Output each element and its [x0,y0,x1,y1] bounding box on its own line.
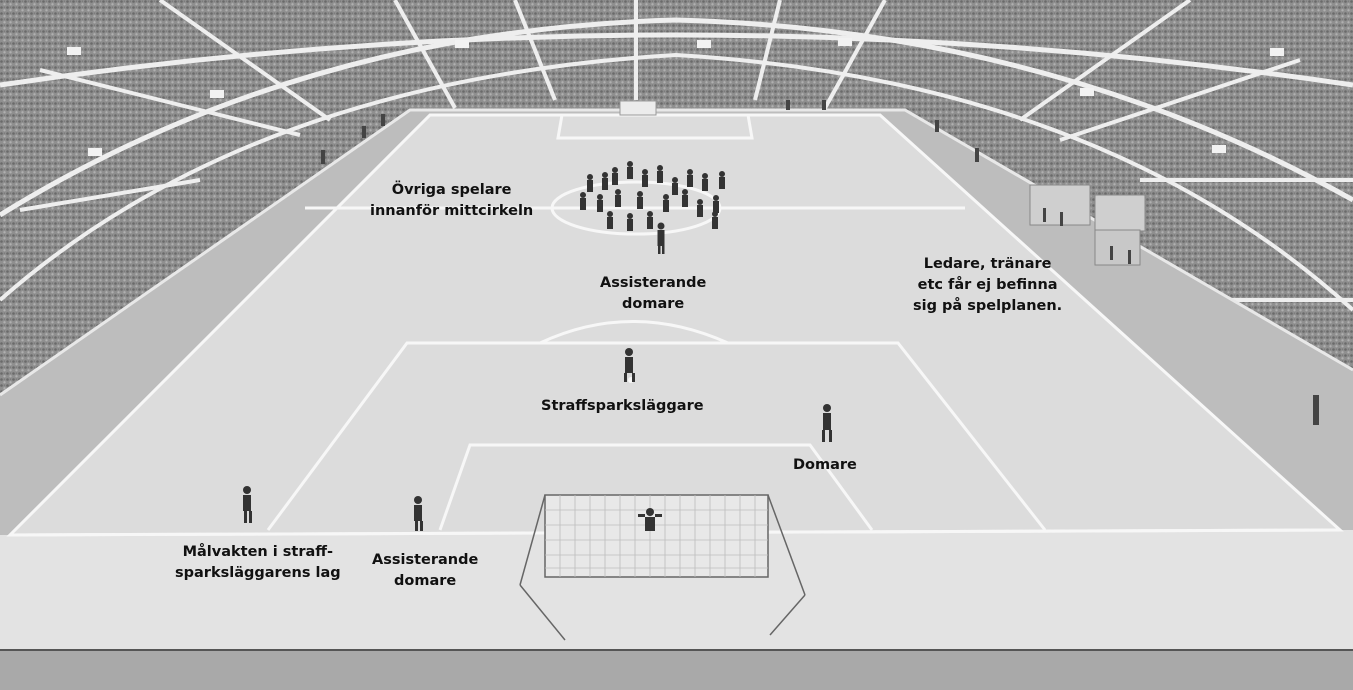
label-assistant-referee-top: Assisterande domare [600,273,706,315]
label-assistant-referee-bottom: Assisterande domare [372,550,478,592]
label-line: Assisterande [600,275,707,291]
label-goalkeeper: Målvakten i straff- sparksläggarens lag [175,542,341,584]
label-line: Assisterande [372,552,479,568]
label-line: Målvakten i straff- [182,544,334,560]
bench-area [1029,184,1146,266]
label-penalty-taker: Straffsparksläggare [541,396,704,417]
stewards [321,100,1319,425]
label-line: Domare [793,457,857,473]
label-line: sig på spelplanen. [913,298,1063,314]
bottom-band [0,650,1353,690]
label-line: Övriga spelare [391,182,512,198]
label-line: innanför mittcirkeln [370,203,534,219]
label-referee: Domare [793,455,857,476]
goalkeeper-figure [638,508,662,531]
label-line: etc får ej befinna [917,277,1058,293]
label-line: sparksläggarens lag [175,565,341,581]
label-line: Ledare, tränare [923,256,1052,272]
label-coaches: Ledare, tränare etc får ej befinna sig p… [913,254,1062,317]
goal-net [519,494,806,641]
penalty-taker-figure [624,348,635,382]
players-in-centre-circle [580,161,725,231]
assistant-referee-bottom-figure [414,496,423,531]
label-line: domare [622,296,685,312]
label-line: Straffsparksläggare [541,398,704,414]
waiting-goalkeeper-figure [243,486,252,523]
assistant-referee-top-figure [657,222,665,254]
label-other-players: Övriga spelare innanför mittcirkeln [370,180,533,222]
label-line: domare [394,573,457,589]
referee-figure [822,404,832,442]
